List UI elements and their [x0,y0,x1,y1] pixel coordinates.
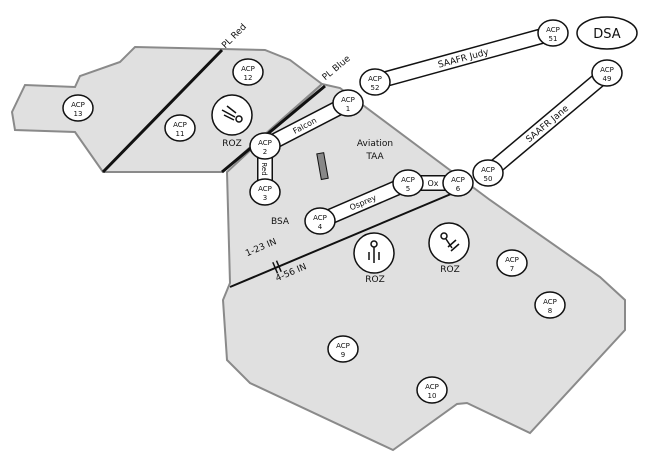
acp-number: 6 [456,185,461,193]
acp-circle [442,169,474,197]
dsa-label: DSA [593,27,621,42]
acp-circle [232,58,264,86]
roz-center: ROZ [353,232,395,285]
acp-circle [416,376,448,404]
acp-number: 9 [341,351,345,359]
corridor-osprey: Osprey [316,175,412,229]
acp-label: ACP [336,342,350,350]
acp-circle [327,335,359,363]
roz-west: ROZ [211,94,253,149]
corridor-saafr-jane-label: SAAFR Jane [525,104,572,145]
roz-east: ROZ [428,222,470,275]
corridor-ox-label: Ox [427,179,438,188]
acp-circle [534,291,566,319]
acp-label: ACP [258,185,272,193]
roz-west-label: ROZ [222,139,242,149]
acp-label: ACP [600,66,614,74]
acp-number: 7 [510,265,514,273]
acp-circle [537,19,569,47]
acp-circle [304,207,336,235]
acp-label: ACP [368,75,382,83]
phase-line-red [101,48,224,174]
acp-label: ACP [241,65,255,73]
acp-label: ACP [401,176,415,184]
acp-number: 12 [244,74,253,82]
corridor-saafr-judy: SAAFR Judy [372,25,556,90]
acp-circle [392,169,424,197]
acp-number: 51 [549,35,558,43]
acp-label: ACP [505,256,519,264]
acp-number: 11 [176,130,185,138]
acp-label: ACP [543,298,557,306]
uav-icon [440,232,460,252]
acp-circle [249,132,281,160]
corridor-saafr-jane: SAAFR Jane [482,66,613,180]
roz-east-label: ROZ [440,265,460,275]
acp-circle [472,159,504,187]
acp-label: ACP [313,214,327,222]
acp-circle [591,59,623,87]
acp-label: ACP [71,101,85,109]
corridor-falcon: Falcon [261,95,352,154]
taa-label-line1: Aviation [357,139,393,149]
corridor-red-label: Red [260,162,268,175]
aircraft-icon [221,105,243,123]
acp-number: 49 [603,75,612,83]
acp-circle [249,178,281,206]
dsa-ellipse [576,16,638,50]
boundary-symbol [272,260,282,274]
acp-number: 1 [346,105,350,113]
air-defense-icon [368,240,380,263]
acp-number: 8 [548,307,552,315]
acp-circle [164,114,196,142]
acp-label: ACP [425,383,439,391]
acp-number: 2 [263,148,267,156]
acp-number: 4 [318,223,323,231]
phase-line-red-label: PL Red [220,22,249,51]
acp-label: ACP [451,176,465,184]
taa-label-line2: TAA [365,152,384,162]
acp-number: 13 [74,110,83,118]
brigade-boundary [229,185,471,288]
acp-circle [496,249,528,277]
roz-center-label: ROZ [365,275,385,285]
taa-marker [316,152,329,181]
acp-label: ACP [341,96,355,104]
phase-line-blue-label: PL Blue [321,54,353,83]
acp-number: 50 [484,175,493,183]
acp-label: ACP [546,26,560,34]
acp-circle [332,89,364,117]
acp-group: ACP13ACP12ACP11ACP2ACP3ACP1ACP52ACP51ACP… [62,19,623,404]
phase-line-blue [221,84,326,174]
acp-number: 5 [406,185,410,193]
acp-circle [62,94,94,122]
acp-number: 10 [428,392,437,400]
acp-number: 52 [371,84,380,92]
acp-circle [359,68,391,96]
acp-number: 3 [263,194,267,202]
acp-label: ACP [258,139,272,147]
bsa-label: BSA [271,217,290,227]
acp-label: ACP [481,166,495,174]
acp-label: ACP [173,121,187,129]
